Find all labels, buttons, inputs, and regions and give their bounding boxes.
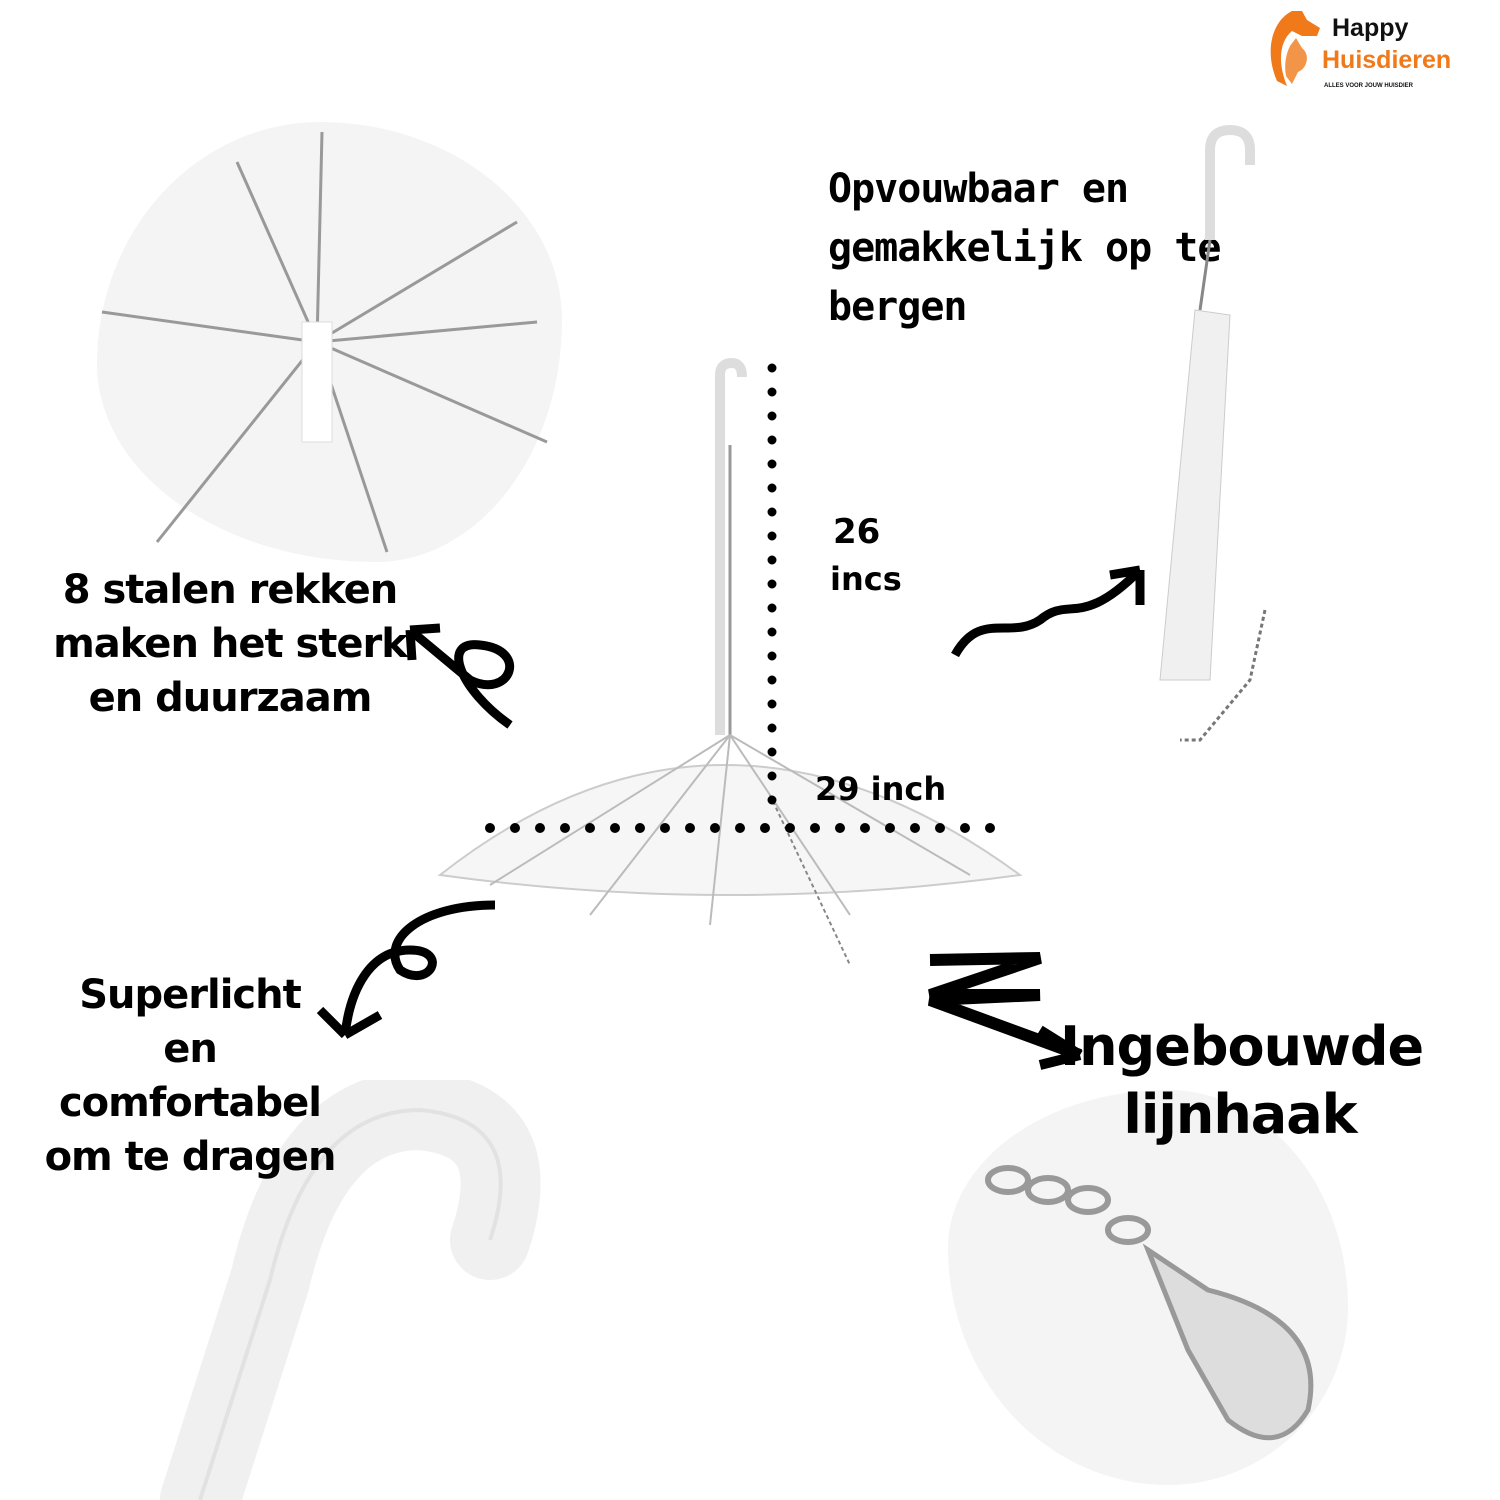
- logo-line1: Happy: [1332, 14, 1409, 42]
- ribs-drawing: [101, 131, 548, 553]
- zigzag-arrow-icon: [927, 952, 1083, 1061]
- arrow-head-icon: [1109, 565, 1145, 605]
- hook-line1: Ingebouwde: [1060, 1015, 1424, 1078]
- umbrella-photo: [437, 357, 1023, 966]
- light-line3: comfortabel: [58, 1080, 322, 1126]
- light-caption: Superlicht en comfortabel om te dragen: [40, 968, 340, 1184]
- height-value: 26: [833, 512, 881, 552]
- ribs-line3: en duurzaam: [88, 675, 373, 721]
- hook-caption: Ingebouwde lijnhaak: [1060, 1013, 1424, 1149]
- squiggle-arrow-icon: [951, 566, 1144, 658]
- light-line2: en: [163, 1026, 218, 1072]
- curly-arrow-icon: [340, 900, 496, 1036]
- width-value: 29 inch: [815, 770, 947, 808]
- arrow-head-icon: [316, 1006, 383, 1039]
- foldable-line2: gemakkelijk op te: [828, 225, 1221, 271]
- curly-arrow-icon: [407, 626, 514, 729]
- foldable-line3: bergen: [828, 284, 968, 330]
- ribs-line2: maken het sterk: [53, 621, 408, 667]
- handle-photo: [160, 1080, 541, 1500]
- arrow-head-icon: [405, 623, 441, 661]
- foldable-line1: Opvouwbaar en: [828, 166, 1129, 212]
- hook-drawing: [985, 1165, 1314, 1441]
- brand-logo: Happy Huisdieren ALLES VOOR JOUW HUISDIE…: [1262, 6, 1497, 91]
- ribs-line1: 8 stalen rekken: [62, 567, 399, 613]
- folded-umbrella-photo: [1159, 124, 1267, 742]
- foldable-caption: Opvouwbaar en gemakkelijk op te bergen: [828, 160, 1221, 337]
- leash-hook-photo: [948, 1090, 1348, 1485]
- arrow-head-icon: [1037, 1025, 1083, 1070]
- height-unit: incs: [830, 560, 902, 598]
- ribs-caption: 8 stalen rekken maken het sterk en duurz…: [50, 563, 410, 725]
- pet-logo-icon: [1270, 11, 1320, 86]
- light-line4: om te dragen: [44, 1134, 337, 1180]
- logo-tagline: ALLES VOOR JOUW HUISDIER: [1324, 83, 1414, 89]
- light-line1: Superlicht: [79, 972, 302, 1018]
- logo-line2: Huisdieren: [1322, 46, 1452, 74]
- umbrella-ribs-photo: [97, 122, 562, 562]
- hook-line2: lijnhaak: [1123, 1083, 1357, 1146]
